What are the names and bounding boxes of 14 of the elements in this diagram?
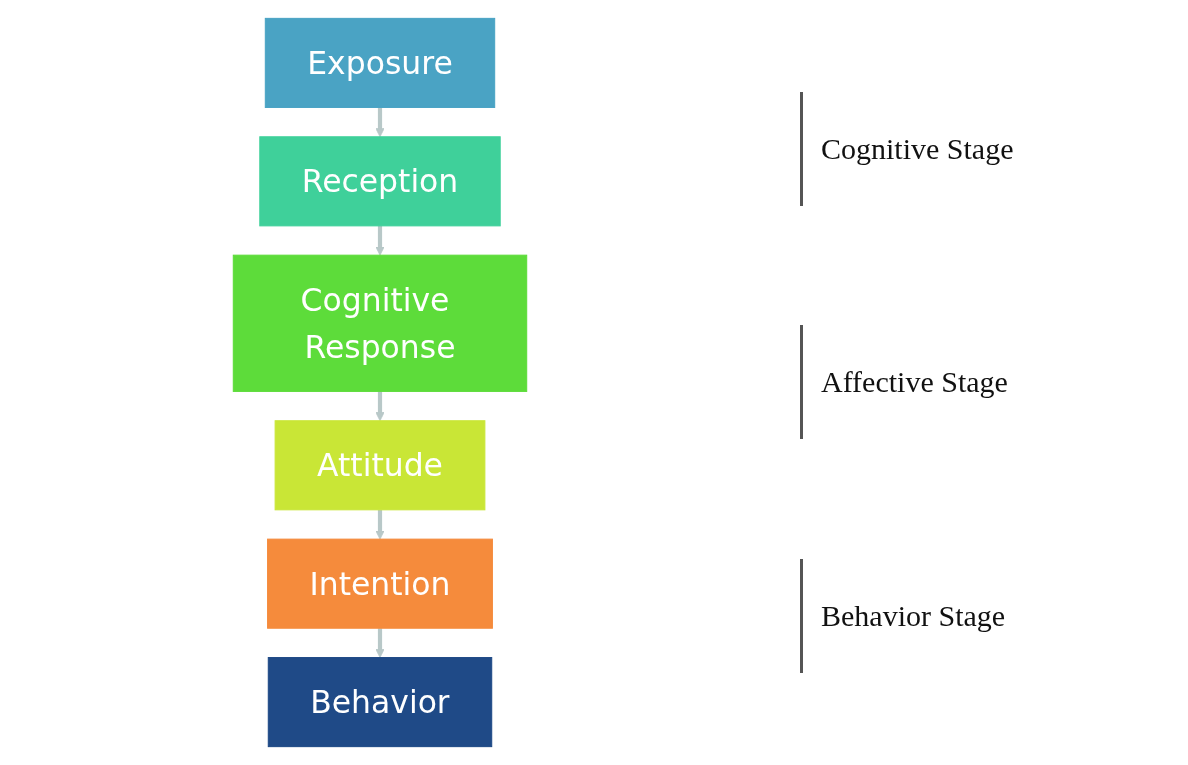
node-box: Reception xyxy=(259,136,501,227)
arrow xyxy=(375,391,385,422)
stage-label: Behavior Stage xyxy=(800,558,1014,673)
node-box: Behavior xyxy=(267,657,493,748)
stage-label: Cognitive Stage xyxy=(800,92,1014,207)
arrow xyxy=(375,509,385,540)
node-box: Cognitive Response xyxy=(232,254,528,392)
arrow xyxy=(375,107,385,138)
node-box: Attitude xyxy=(274,420,486,511)
node-box: Exposure xyxy=(264,17,496,108)
node-box: Intention xyxy=(267,538,493,629)
arrow xyxy=(375,628,385,658)
stage-label: Affective Stage xyxy=(800,325,1014,440)
arrow xyxy=(375,225,385,256)
